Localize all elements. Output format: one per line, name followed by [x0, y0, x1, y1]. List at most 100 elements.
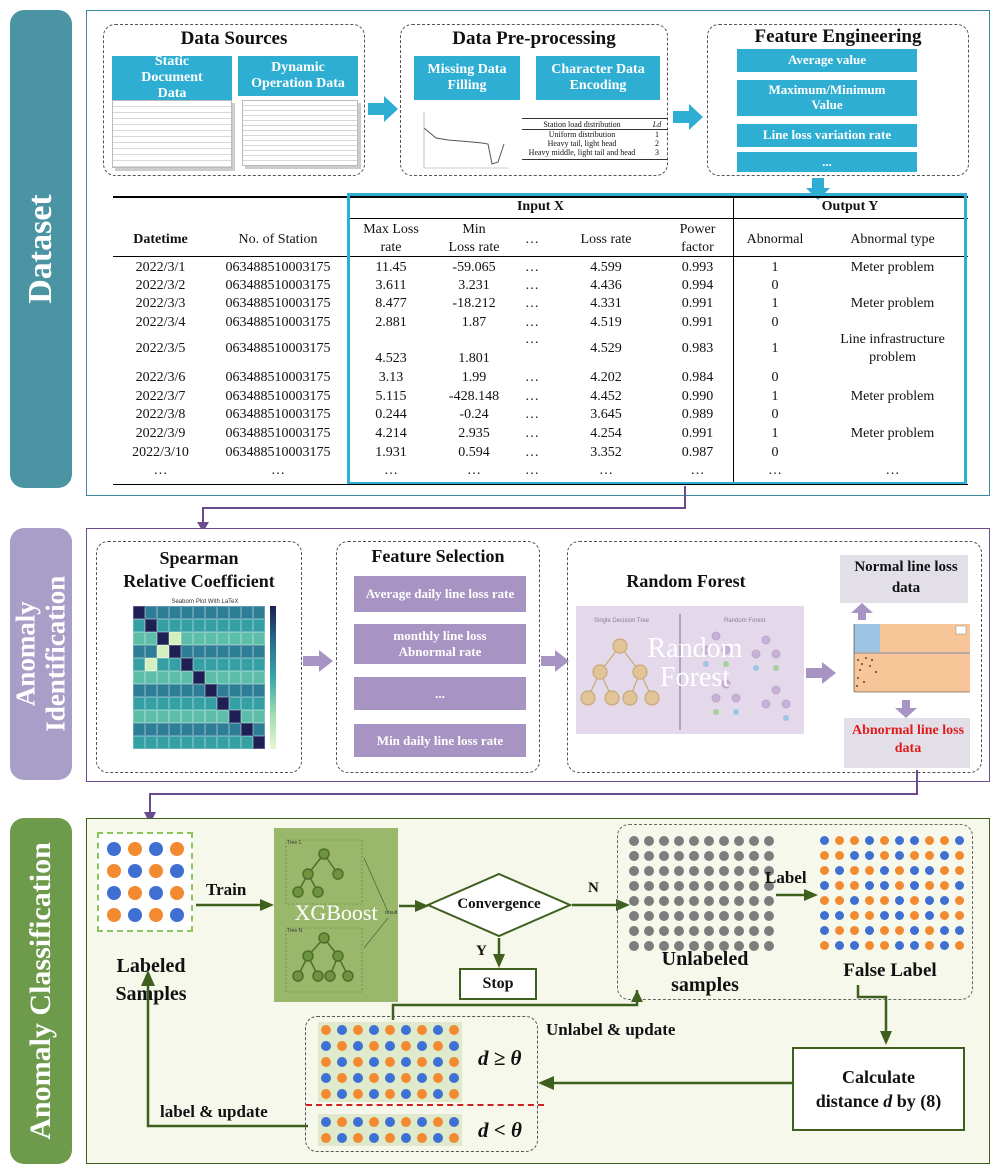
sample-dot [865, 926, 874, 935]
heatmap-cell [133, 723, 145, 736]
heatmap-cell [229, 723, 241, 736]
table-cell: 0.983 [681, 341, 714, 356]
sample-dot [940, 911, 949, 920]
table-cell: … [525, 370, 539, 385]
heatmap-cell [217, 632, 229, 645]
xgboost-treeN-label: Tree N [287, 928, 303, 934]
sample-dot [449, 1073, 459, 1083]
table-cell: … [525, 278, 539, 293]
abnormal-data-box [844, 718, 970, 768]
heatmap-cell [217, 736, 229, 749]
sample-dot [940, 881, 949, 890]
sample-dot [764, 911, 774, 921]
dynamic-doc-thumbnail [242, 100, 358, 166]
sample-dot [925, 896, 934, 905]
heatmap-cell [229, 632, 241, 645]
sample-dot [644, 941, 654, 951]
sample-dot [955, 836, 964, 845]
heatmap-cell [145, 684, 157, 697]
false-label-label: False Label [843, 960, 937, 981]
table-cell: Line infrastructure problem [840, 332, 945, 366]
sample-dot [433, 1117, 443, 1127]
sample-dot [719, 866, 729, 876]
heatmap-cell [193, 723, 205, 736]
sample-dot [353, 1089, 363, 1099]
spearman-heatmap-title: Seaborn Plot With LaTeX [171, 599, 239, 605]
sample-dot [910, 911, 919, 920]
sample-dot [865, 896, 874, 905]
sample-dot [734, 941, 744, 951]
sample-dot [385, 1133, 395, 1143]
heatmap-cell [169, 723, 181, 736]
heatmap-cell [253, 736, 265, 749]
sample-dot [850, 896, 859, 905]
heatmap-cell [229, 606, 241, 619]
sample-dot [910, 836, 919, 845]
sample-dot [940, 836, 949, 845]
table-cell: 5.115 [375, 389, 407, 404]
sample-dot [107, 864, 121, 878]
sample-dot [719, 926, 729, 936]
char-encoding-label: Character Data Encoding [536, 56, 660, 100]
data-sources-title: Data Sources [180, 28, 288, 49]
sample-dot [895, 941, 904, 950]
input-x-group-header: Input X [516, 199, 565, 214]
sample-dot [925, 926, 934, 935]
heatmap-cell [181, 710, 193, 723]
arrow-n-to-unlabeled [572, 899, 630, 911]
table-cell: 4.452 [590, 389, 622, 404]
sample-dot [704, 866, 714, 876]
sample-dot [321, 1117, 331, 1127]
sample-dot [170, 842, 184, 856]
sample-dot [689, 926, 699, 936]
sample-dot [689, 911, 699, 921]
sample-dot [321, 1025, 331, 1035]
sample-dot [170, 908, 184, 922]
sample-dot [417, 1057, 427, 1067]
arrow-selection-to-forest [541, 650, 569, 672]
rf-tree-drawing [580, 614, 791, 730]
table-cell: 0.991 [681, 315, 714, 330]
table-cell: -18.212 [452, 296, 496, 311]
sample-dot [149, 908, 163, 922]
table-cell: 3.645 [590, 407, 622, 422]
sample-dot [659, 896, 669, 906]
sample-dot [659, 911, 669, 921]
table-cell: 4.202 [590, 370, 622, 385]
table-cell: … [153, 463, 168, 478]
sample-dot [321, 1089, 331, 1099]
heatmap-cell [241, 684, 253, 697]
sample-dot [835, 866, 844, 875]
calculate-distance-word: distance [815, 1091, 879, 1111]
split-samples-box [305, 1016, 538, 1152]
spearman-box [96, 541, 302, 773]
feature-item-average: Average value [737, 49, 917, 72]
sample-dot [417, 1089, 427, 1099]
heatmap-cell [157, 658, 169, 671]
heatmap-cell [229, 645, 241, 658]
xgboost-result-label: result [385, 910, 398, 916]
table-cell: 063488510003175 [225, 278, 331, 293]
sample-dot [449, 1117, 459, 1127]
identification-label-line1: Anomaly [10, 601, 41, 707]
table-cell: … [768, 463, 782, 478]
table-cell: … [525, 332, 539, 347]
sample-dot [337, 1133, 347, 1143]
sample-dot [955, 926, 964, 935]
calculate-line2: distance d by (8) [816, 1089, 942, 1113]
sample-dot [835, 851, 844, 860]
sample-dot [865, 911, 874, 920]
sample-dot [749, 866, 759, 876]
sample-dot [734, 836, 744, 846]
y-label: Y [476, 943, 487, 959]
heatmap-cell [217, 697, 229, 710]
sample-dot [955, 911, 964, 920]
table-cell: 2022/3/5 [135, 341, 186, 356]
sample-dot [865, 851, 874, 860]
sample-dot [321, 1073, 331, 1083]
dataset-table-top-rule [113, 196, 968, 198]
sample-dot [764, 836, 774, 846]
table-cell: 3.611 [375, 278, 407, 293]
heatmap-cell [157, 671, 169, 684]
sample-dot [749, 926, 759, 936]
